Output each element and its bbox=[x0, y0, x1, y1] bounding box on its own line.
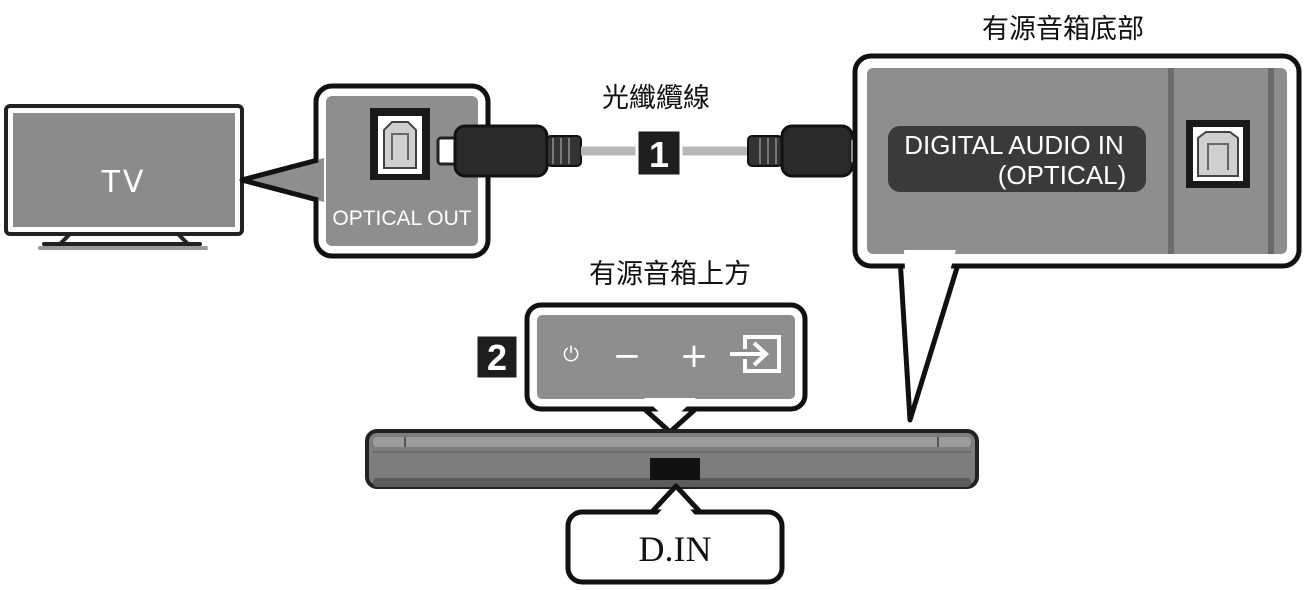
display-text: D.IN bbox=[639, 529, 712, 569]
tv-port-callout bbox=[239, 83, 491, 259]
tv-label: TV bbox=[101, 165, 147, 200]
soundbar-top-title: 有源音箱上方 bbox=[589, 259, 751, 290]
step-2-badge bbox=[474, 333, 520, 381]
plus-icon: + bbox=[680, 336, 709, 376]
digital-audio-in-label: DIGITAL AUDIO IN bbox=[904, 130, 1124, 160]
soundbar-bottom-title: 有源音箱底部 bbox=[982, 14, 1144, 45]
optical-out-label: OPTICAL OUT bbox=[332, 207, 471, 230]
display-callout bbox=[565, 483, 785, 585]
step-1-number: 1 bbox=[649, 134, 669, 175]
cable-label: 光纖纜線 bbox=[602, 83, 710, 114]
soundbar-bottom-callout bbox=[852, 53, 1302, 423]
optical-port-icon bbox=[370, 108, 430, 180]
soundbar-top-callout bbox=[524, 302, 808, 435]
source-input-icon bbox=[730, 335, 781, 373]
power-icon: ⏻ bbox=[563, 342, 579, 366]
optical-paren-label: (OPTICAL) bbox=[998, 160, 1127, 190]
optical-plug-icon bbox=[436, 124, 582, 178]
minus-icon: − bbox=[613, 336, 642, 376]
tv-icon bbox=[4, 104, 244, 250]
step-1-badge bbox=[635, 128, 683, 178]
soundbar-display-window bbox=[650, 458, 700, 480]
step-2-number: 2 bbox=[487, 337, 507, 378]
digital-audio-in-badge bbox=[888, 126, 1146, 192]
optical-port-icon bbox=[1186, 120, 1250, 188]
